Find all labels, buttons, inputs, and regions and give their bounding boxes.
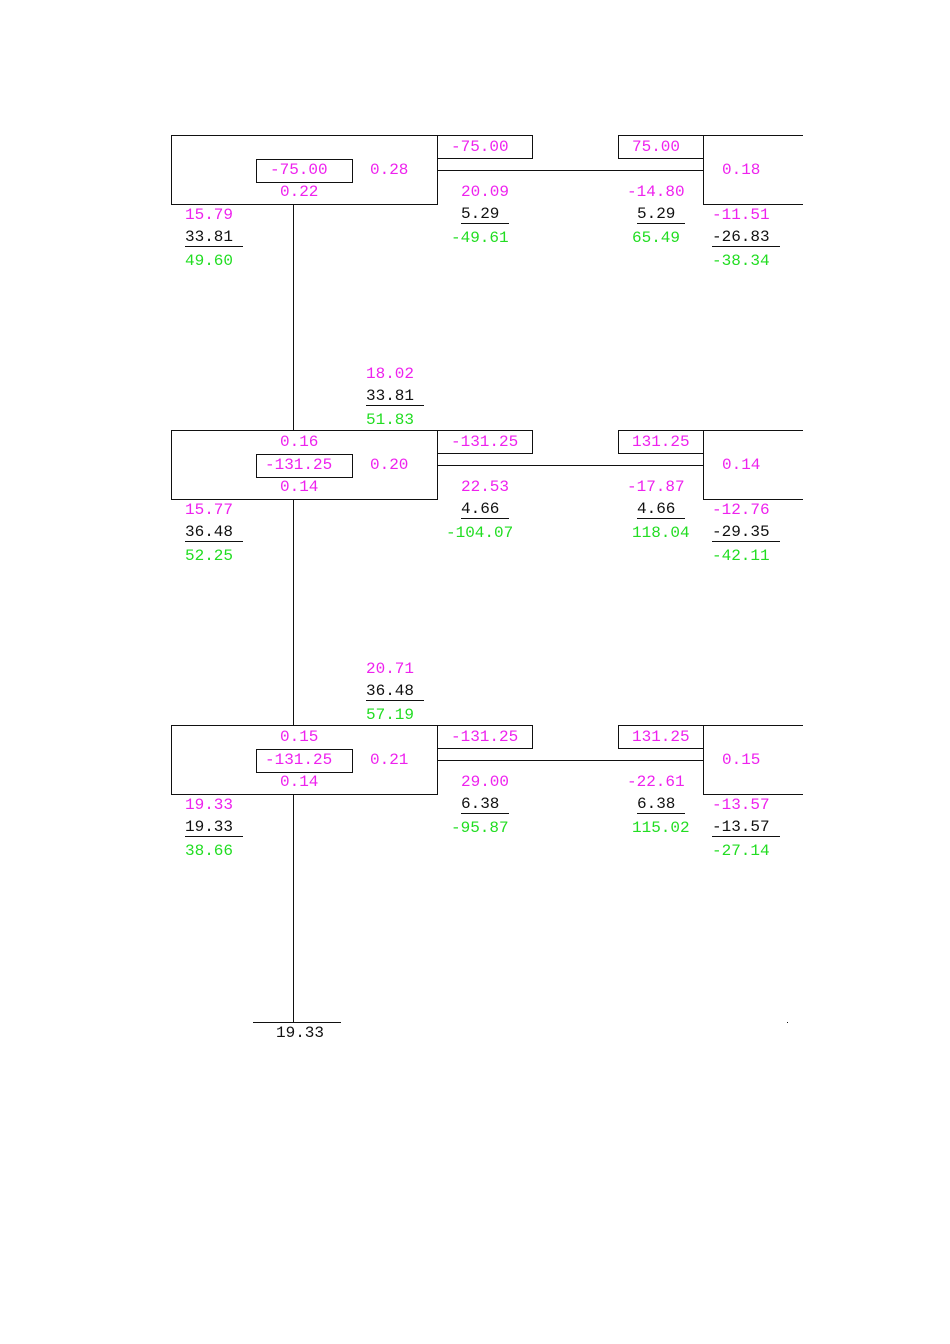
right-joint-moment-final: -38.34	[712, 252, 770, 270]
beam-left-fem: -131.25	[451, 433, 519, 451]
right-joint-moment-final: -42.11	[712, 547, 770, 565]
column-below-moment-carry-over: 33.81	[185, 228, 244, 247]
column-below-moment-carry-over: 36.48	[185, 523, 244, 542]
right-joint-moment-carry-over: -29.35	[712, 523, 780, 542]
beam-left-moment-final: -95.87	[451, 819, 509, 837]
beam-right-moment-final: 65.49	[632, 229, 681, 247]
joint-fem-box	[256, 159, 353, 183]
beam-left-moment-carry-over: 4.66	[461, 500, 510, 519]
beam-right-fem: 131.25	[632, 728, 690, 746]
beam-right-moment-carry-over: 4.66	[637, 500, 686, 519]
column-above-moment-carry-over: 36.48	[366, 682, 425, 701]
beam-right-moment-distribution: -17.87	[627, 478, 685, 496]
column-above-moment-final: 57.19	[366, 706, 415, 724]
joint-fem-box	[256, 749, 353, 773]
beam-left-moment-carry-over: 6.38	[461, 795, 510, 814]
df-right-joint: 0.18	[722, 161, 761, 179]
column-below-moment-carry-over: 19.33	[185, 818, 244, 837]
right-joint-moment-distribution: -12.76	[712, 501, 770, 519]
column-above-moment-carry-over: 33.81	[366, 387, 425, 406]
right-joint-moment-final: -27.14	[712, 842, 770, 860]
beam-left-fem-box	[437, 725, 533, 749]
beam-left-moment-distribution: 29.00	[461, 773, 510, 791]
joint-fem-box	[256, 454, 353, 478]
beam-right-moment-final: 115.02	[632, 819, 690, 837]
beam-left-fem-box	[437, 430, 533, 454]
column-below-moment-final: 52.25	[185, 547, 234, 565]
beam-line	[437, 465, 704, 466]
column-above-moment-final: 51.83	[366, 411, 415, 429]
column-above-moment-distribution: 20.71	[366, 660, 415, 678]
beam-left-fem-box	[437, 135, 533, 159]
df-column-above: 0.15	[280, 728, 319, 746]
right-joint-moment-carry-over: -26.83	[712, 228, 780, 247]
column-below-moment-distribution: 15.77	[185, 501, 234, 519]
column-line	[293, 794, 294, 1020]
beam-left-moment-carry-over: 5.29	[461, 205, 510, 224]
column-line	[293, 204, 294, 430]
joint-fem: -131.25	[265, 751, 333, 769]
beam-left-moment-final: -104.07	[446, 524, 514, 542]
beam-right-fem: 75.00	[632, 138, 681, 156]
column-above-moment-distribution: 18.02	[366, 365, 415, 383]
df-right-joint: 0.14	[722, 456, 761, 474]
beam-left-moment-distribution: 20.09	[461, 183, 510, 201]
df-beam: 0.20	[370, 456, 409, 474]
right-joint-moment-distribution: -13.57	[712, 796, 770, 814]
df-column-below: 0.22	[280, 183, 319, 201]
beam-right-moment-carry-over: 6.38	[637, 795, 686, 814]
column-line	[293, 499, 294, 725]
beam-right-moment-final: 118.04	[632, 524, 690, 542]
column-below-moment-distribution: 19.33	[185, 796, 234, 814]
df-column-below: 0.14	[280, 478, 319, 496]
joint-fem: -75.00	[270, 161, 328, 179]
base-moment: 19.33	[276, 1024, 325, 1042]
joint-fem: -131.25	[265, 456, 333, 474]
dot-mark	[787, 1022, 788, 1023]
fixed-support-line	[253, 1022, 341, 1023]
df-column-above: 0.16	[280, 433, 319, 451]
column-below-moment-final: 38.66	[185, 842, 234, 860]
column-below-moment-distribution: 15.79	[185, 206, 234, 224]
beam-line	[437, 760, 704, 761]
df-beam: 0.21	[370, 751, 409, 769]
column-below-moment-final: 49.60	[185, 252, 234, 270]
df-column-below: 0.14	[280, 773, 319, 791]
beam-line	[437, 170, 704, 171]
beam-right-fem: 131.25	[632, 433, 690, 451]
beam-left-fem: -75.00	[451, 138, 509, 156]
beam-left-moment-final: -49.61	[451, 229, 509, 247]
beam-left-fem: -131.25	[451, 728, 519, 746]
right-joint-moment-carry-over: -13.57	[712, 818, 780, 837]
beam-right-moment-distribution: -22.61	[627, 773, 685, 791]
df-beam: 0.28	[370, 161, 409, 179]
beam-left-moment-distribution: 22.53	[461, 478, 510, 496]
right-joint-moment-distribution: -11.51	[712, 206, 770, 224]
df-right-joint: 0.15	[722, 751, 761, 769]
beam-right-moment-distribution: -14.80	[627, 183, 685, 201]
beam-right-moment-carry-over: 5.29	[637, 205, 686, 224]
